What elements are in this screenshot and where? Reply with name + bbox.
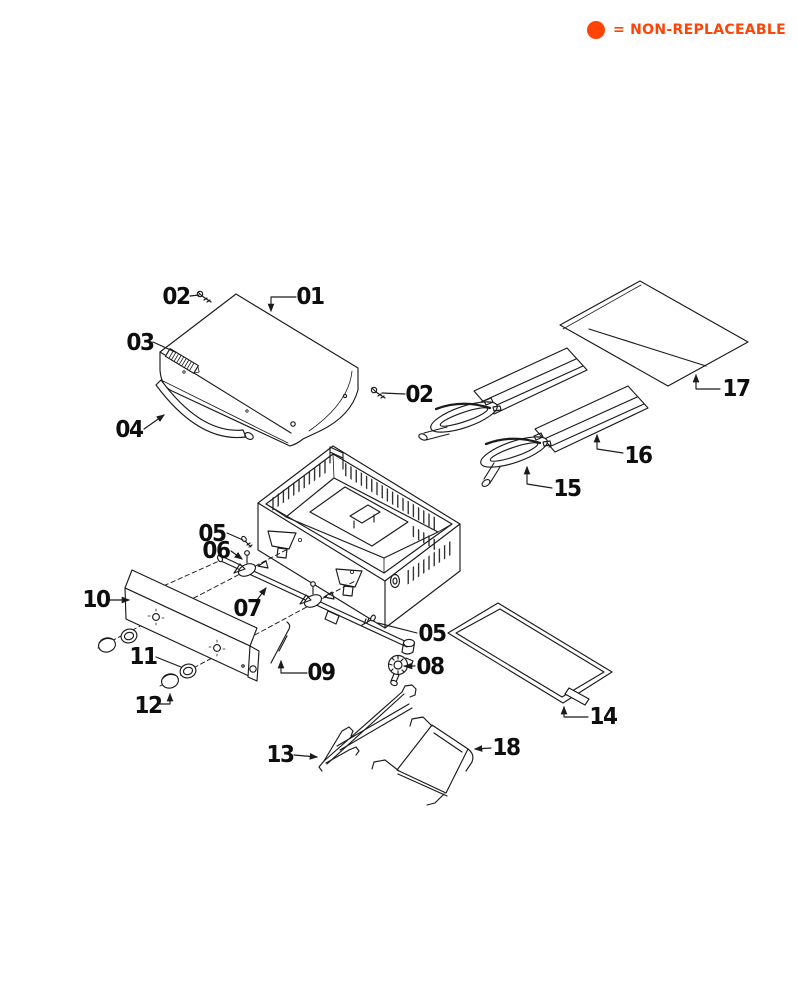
- leader-04: [143, 414, 165, 430]
- callout-07-manifold: 07: [233, 596, 262, 622]
- callout-17-cooking-grate: 17: [722, 376, 751, 402]
- callout-05-firebox-screw: 05: [418, 621, 447, 647]
- leader-13: [293, 753, 319, 760]
- leader-09: [277, 659, 308, 674]
- control-knobs-drawing: [98, 637, 179, 689]
- callout-02-lid-right: 02: [405, 382, 434, 408]
- firebox-drawing: [257, 445, 461, 629]
- vent-slots: [272, 459, 452, 587]
- callout-05-manifold-screw: 05: [198, 521, 227, 547]
- lid-handle-drawing: [155, 379, 254, 440]
- leader-02-right: [381, 392, 406, 395]
- leader-06: [230, 550, 243, 560]
- valve-right-drawing: [299, 581, 335, 608]
- leader-16: [593, 433, 624, 454]
- control-panel-drawing: [124, 569, 260, 682]
- valve-left-drawing: [233, 550, 269, 577]
- logo-plate-drawing: [164, 347, 200, 374]
- knob-bezels-drawing: [120, 628, 197, 679]
- support-bracket-right-drawing: [371, 716, 474, 806]
- callout-13-bracket: 13: [266, 742, 295, 768]
- callout-12-knob: 12: [134, 693, 163, 719]
- support-bracket-left-drawing: [318, 684, 417, 772]
- legend: = NON-REPLACEABLE: [586, 21, 786, 39]
- leader-03: [152, 341, 176, 353]
- screw-firebox-drawing: [361, 614, 376, 626]
- legend-text: = NON-REPLACEABLE: [612, 22, 786, 38]
- heat-plate-right-drawing: [534, 385, 649, 453]
- callout-02-lid-left: 02: [162, 284, 191, 310]
- callout-09-igniter-wire: 09: [307, 660, 336, 686]
- manifold-drawing: [216, 535, 410, 648]
- callout-15-burner: 15: [553, 476, 582, 502]
- leader-12: [159, 692, 174, 705]
- regulator-drawing: [387, 638, 416, 687]
- callout-03-logo-plate: 03: [126, 330, 155, 356]
- callout-10-control-panel: 10: [82, 587, 111, 613]
- igniter-wire-drawing: [270, 621, 291, 664]
- screw-left-drawing: [196, 290, 212, 303]
- screw-manifold-drawing: [241, 535, 253, 548]
- leader-02-left: [189, 294, 200, 297]
- leader-lines: [109, 294, 721, 760]
- callout-11-bezel: 11: [129, 644, 158, 670]
- cooking-grate-drawing: [559, 280, 749, 387]
- callout-14-drip-tray: 14: [589, 704, 618, 730]
- leader-15: [523, 465, 553, 489]
- burner-left-drawing: [418, 397, 502, 441]
- callout-08-regulator: 08: [416, 654, 445, 680]
- callout-01-lid: 01: [296, 284, 325, 310]
- leader-14: [560, 705, 589, 718]
- callout-16-heat-plate: 16: [624, 443, 653, 469]
- leader-17: [692, 373, 721, 390]
- callout-18-bracket: 18: [492, 735, 521, 761]
- burner-right-drawing: [480, 432, 552, 487]
- callout-04-handle: 04: [115, 417, 144, 443]
- callout-06-valve-fitting: 06: [202, 538, 231, 564]
- non-replaceable-dot: [586, 21, 605, 39]
- leader-05-manifold: [226, 532, 244, 541]
- leader-18: [473, 745, 492, 752]
- leader-01: [267, 296, 297, 313]
- leader-11: [155, 656, 182, 668]
- screw-right-drawing: [370, 386, 386, 399]
- leader-05-firebox: [377, 622, 418, 634]
- drip-tray-drawing: [447, 602, 613, 706]
- leader-07: [256, 587, 267, 601]
